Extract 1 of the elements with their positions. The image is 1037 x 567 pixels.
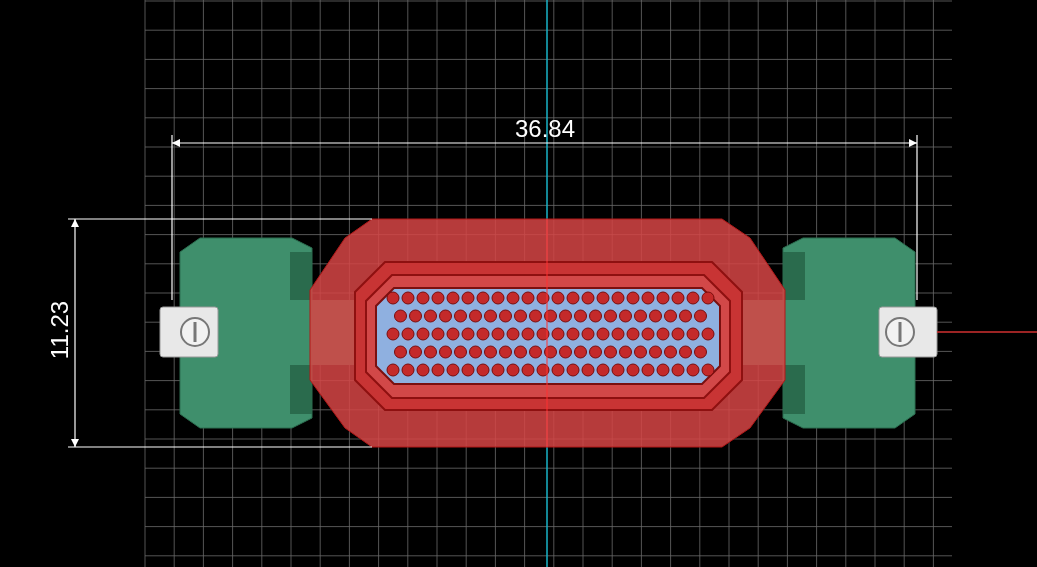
dimension-label: 11.23 bbox=[48, 300, 72, 360]
